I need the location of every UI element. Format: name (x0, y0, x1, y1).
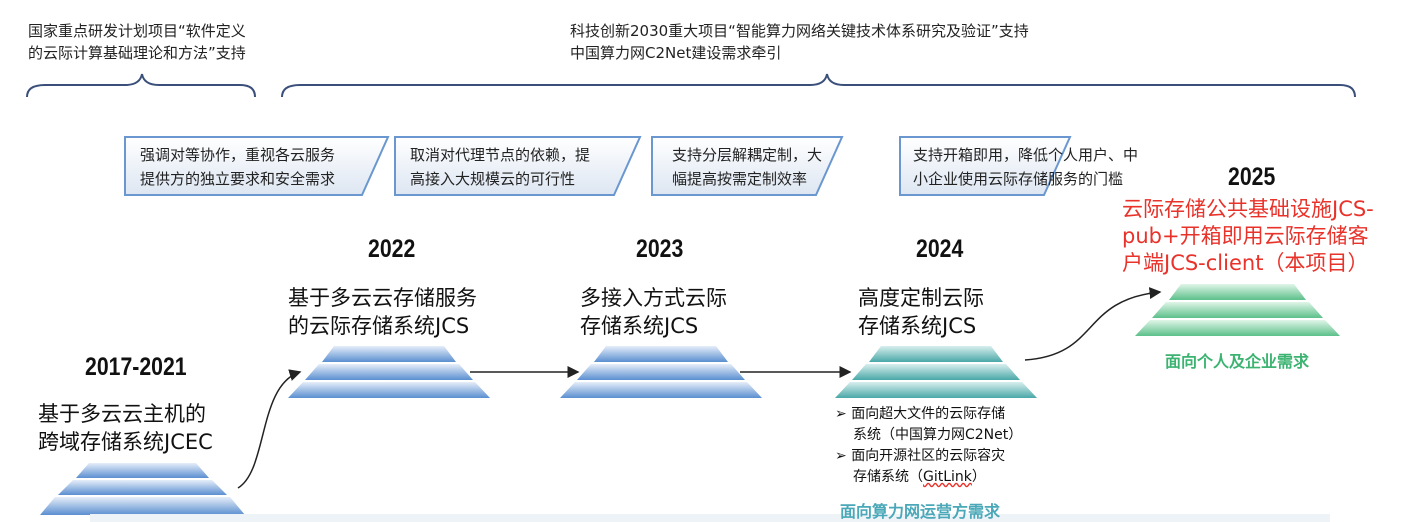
banner-line: 取消对代理节点的依赖，提 (410, 146, 591, 164)
title-line: 基于多云云存储服务 (288, 286, 477, 310)
audience-2025: 面向个人及企业需求 (1165, 352, 1310, 371)
brace-right (281, 73, 1356, 98)
pyramid-2024 (835, 346, 1037, 398)
bullet-text: 存储系统（GitLink） (835, 467, 1022, 488)
title-line: pub+开箱即用云际存储客 (1122, 224, 1369, 248)
title-line: 基于多云云主机的 (38, 402, 206, 426)
title-line: 的云际存储系统JCS (288, 314, 470, 338)
gitlink-text: GitLink (923, 469, 972, 485)
banner-line: 支持分层解耦定制，大 (672, 146, 823, 164)
audience-2024: 面向算力网运营方需求 (840, 502, 1001, 521)
banner-line: 高接入大规模云的可行性 (410, 170, 576, 188)
title-line: 存储系统JCS (580, 314, 699, 338)
support-right-line: 中国算力网C2Net建设需求牵引 (570, 44, 782, 62)
year-2024: 2024 (916, 235, 964, 263)
support-left-line: 的云际计算基础理论和方法”支持 (28, 44, 246, 62)
banner-2: 取消对代理节点的依赖，提高接入大规模云的可行性 (410, 143, 590, 191)
bullet-text-part: ） (971, 469, 986, 485)
bullet-text: 面向超大文件的云际存储 (851, 406, 1006, 422)
bullet-item: ➢ 面向开源社区的云际容灾 (835, 448, 1006, 464)
bullet-text: 系统（中国算力网C2Net） (853, 427, 1023, 443)
banner-line: 幅提高按需定制效率 (672, 170, 808, 188)
support-right: 科技创新2030重大项目“智能算力网络关键技术体系研究及验证”支持 中国算力网C… (570, 20, 1029, 64)
banner-line: 小企业使用云际存储服务的门槛 (913, 170, 1124, 188)
stage-title-2025: 云际存储公共基础设施JCS-pub+开箱即用云际存储客户端JCS-client（… (1122, 196, 1374, 277)
arrow-1 (237, 369, 302, 489)
title-line: 高度定制云际 (858, 286, 984, 310)
bullet-text-part: 存储系统（ (853, 469, 923, 485)
pyramid-2023 (560, 346, 762, 398)
support-right-line: 科技创新2030重大项目“智能算力网络关键技术体系研究及验证”支持 (570, 22, 1029, 40)
banner-3: 支持分层解耦定制，大幅提高按需定制效率 (672, 143, 822, 191)
banner-line: 强调对等协作，重视各云服务 (140, 146, 336, 164)
banner-shapes (124, 136, 1072, 196)
title-line: 存储系统JCS (858, 314, 977, 338)
title-line: 跨域存储系统JCEC (38, 430, 213, 454)
year-2022: 2022 (368, 235, 416, 263)
banner-1: 强调对等协作，重视各云服务提供方的独立要求和安全需求 (140, 143, 335, 191)
brace-left (26, 73, 256, 98)
banner-line: 提供方的独立要求和安全需求 (140, 170, 336, 188)
banner-4: 支持开箱即用，降低个人用户、中小企业使用云际存储服务的门槛 (913, 143, 1138, 191)
pyramid-2025 (1135, 284, 1340, 336)
title-line: 多接入方式云际 (580, 286, 727, 310)
stage-2024-bullets: ➢ 面向超大文件的云际存储 系统（中国算力网C2Net） ➢ 面向开源社区的云际… (835, 404, 1022, 488)
pyramid-2022 (288, 346, 490, 398)
arrow-4 (1024, 287, 1162, 361)
year-2025: 2025 (1228, 163, 1276, 191)
title-line: 户端JCS-client（本项目） (1122, 251, 1369, 275)
pyramid-2017 (40, 463, 245, 515)
support-left-line: 国家重点研发计划项目“软件定义 (28, 22, 246, 40)
stage-title-2023: 多接入方式云际存储系统JCS (580, 284, 727, 340)
year-2017-2021: 2017-2021 (85, 353, 187, 381)
stage-title-jcec: 基于多云云主机的跨域存储系统JCEC (38, 400, 213, 456)
stage-title-2024: 高度定制云际存储系统JCS (858, 284, 984, 340)
title-line: 云际存储公共基础设施JCS- (1122, 197, 1374, 221)
banner-line: 支持开箱即用，降低个人用户、中 (913, 146, 1139, 164)
year-2023: 2023 (636, 235, 684, 263)
stage-title-2022: 基于多云云存储服务的云际存储系统JCS (288, 284, 477, 340)
support-left: 国家重点研发计划项目“软件定义 的云际计算基础理论和方法”支持 (28, 20, 246, 64)
bullet-text: 面向开源社区的云际容灾 (851, 448, 1006, 464)
bullet-item: ➢ 面向超大文件的云际存储 (835, 406, 1006, 422)
